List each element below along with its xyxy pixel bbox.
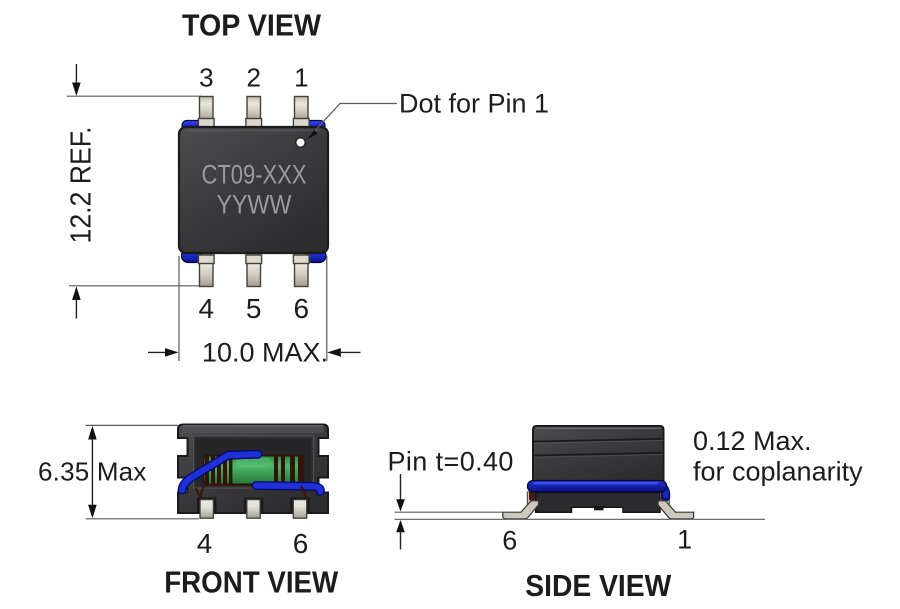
svg-text:1: 1: [677, 525, 692, 555]
svg-text:10.0 MAX.: 10.0 MAX.: [202, 338, 328, 368]
svg-text:1: 1: [294, 63, 308, 93]
svg-text:4: 4: [199, 293, 215, 324]
svg-text:5: 5: [246, 293, 262, 324]
svg-text:6: 6: [294, 293, 310, 324]
svg-text:Dot for Pin 1: Dot for Pin 1: [399, 89, 549, 119]
svg-text:CT09-XXX: CT09-XXX: [202, 160, 307, 190]
svg-text:3: 3: [199, 63, 213, 93]
svg-text:for coplanarity: for coplanarity: [693, 457, 863, 487]
svg-text:4: 4: [197, 528, 213, 559]
svg-text:6: 6: [502, 526, 517, 556]
svg-text:SIDE VIEW: SIDE VIEW: [525, 568, 672, 603]
svg-text:Pin t=0.40: Pin t=0.40: [388, 447, 514, 477]
svg-text:YYWW: YYWW: [217, 190, 292, 220]
svg-text:TOP VIEW: TOP VIEW: [182, 8, 322, 43]
svg-text:6: 6: [293, 528, 309, 559]
svg-text:12.2 REF.: 12.2 REF.: [66, 127, 98, 244]
svg-text:FRONT VIEW: FRONT VIEW: [164, 565, 339, 600]
svg-text:2: 2: [246, 63, 260, 93]
svg-text:6.35 Max: 6.35 Max: [38, 457, 147, 487]
svg-text:0.12 Max.: 0.12 Max.: [693, 426, 812, 456]
